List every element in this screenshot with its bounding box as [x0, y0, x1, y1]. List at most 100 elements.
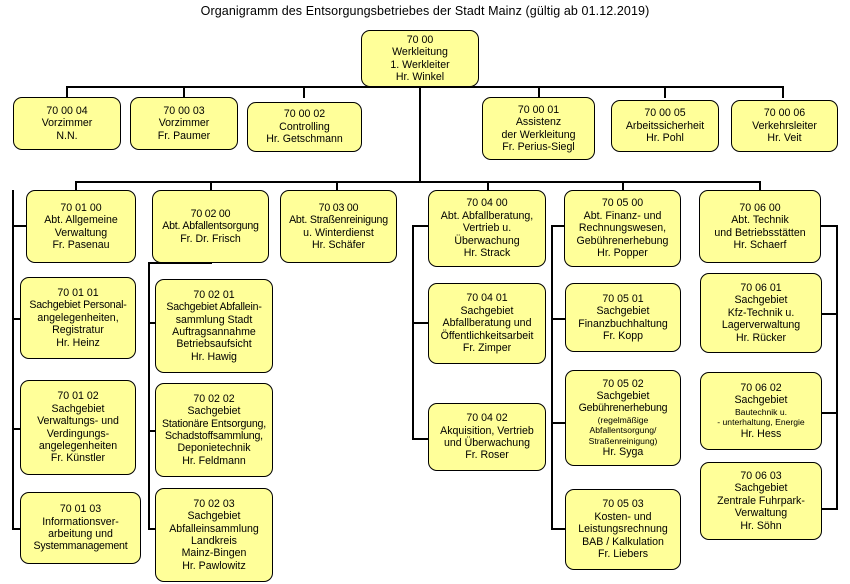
node-line: Landkreis — [191, 535, 237, 547]
node-line: Sachgebiet Abfallein- — [166, 301, 262, 314]
node-code: 70 02 02 — [193, 392, 235, 405]
node-70-06-01[interactable]: 70 06 01 Sachgebiet Kfz-Technik u. Lager… — [700, 273, 822, 353]
node-code: 70 00 01 — [517, 103, 560, 116]
node-line: Kfz-Technik u. — [727, 306, 795, 319]
connector-branch-70-05-01 — [551, 318, 565, 320]
node-70-02-02[interactable]: 70 02 02 Sachgebiet Stationäre Entsorgun… — [155, 383, 273, 477]
node-line: Fr. Roser — [465, 449, 509, 462]
connector-dept-drop-70-03-00 — [336, 181, 338, 192]
node-line: Vertrieb u. — [462, 222, 512, 235]
node-code: 70 05 03 — [602, 498, 644, 511]
node-code: 70 02 00 — [190, 207, 231, 220]
node-line: Sachgebiet Personal- — [29, 299, 127, 312]
node-70-05-01[interactable]: 70 05 01 Sachgebiet Finanzbuchhaltung Fr… — [565, 283, 681, 352]
node-line: Hr. Feldmann — [182, 454, 246, 467]
connector-dept-drop-70-06-00 — [759, 181, 761, 192]
node-line: Abt. Abfallentsorgung — [162, 220, 259, 233]
connector-dept-drop-70-04-00 — [487, 181, 489, 192]
node-code: 70 02 01 — [193, 288, 235, 301]
node-line: Leistungsrechnung — [578, 523, 668, 536]
node-70-00-02[interactable]: 70 00 02 Controlling Hr. Getschmann — [247, 102, 362, 152]
connector-dept-bus — [75, 181, 761, 183]
node-70-06-03[interactable]: 70 06 03 Sachgebiet Zentrale Fuhrpark- V… — [700, 462, 822, 540]
connector-branch-70-01-02 — [12, 428, 26, 430]
node-code: 70 00 05 — [644, 107, 686, 120]
node-line: Hr. Veit — [767, 132, 802, 145]
node-line: Verwaltung — [54, 226, 108, 239]
node-line: Deponietechnik — [177, 442, 251, 455]
node-code: 70 01 03 — [59, 503, 102, 516]
connector-branch-70-05-03 — [551, 528, 565, 530]
node-line: Hr. Söhn — [740, 519, 782, 532]
node-70-01-02[interactable]: 70 01 02 Sachgebiet Verwaltungs- und Ver… — [20, 380, 136, 475]
node-line: Abfalleinsammlung — [169, 522, 259, 535]
connector-dept-drop-70-05-00 — [622, 181, 624, 192]
node-line: Abfallberatung und — [442, 317, 532, 330]
node-70-02-03[interactable]: 70 02 03 Sachgebiet Abfalleinsammlung La… — [155, 488, 273, 582]
node-code: 70 05 00 — [601, 197, 644, 210]
node-70-00-05[interactable]: 70 00 05 Arbeitssicherheit Hr. Pohl — [611, 100, 719, 152]
node-70-00-04[interactable]: 70 00 04 Vorzimmer N.N. — [13, 97, 121, 150]
connector-staff-drop-70-00-02 — [303, 86, 305, 98]
node-line: Hr. Syga — [602, 446, 644, 459]
node-code: 70 06 03 — [740, 469, 782, 482]
node-70-04-02[interactable]: 70 04 02 Akquisition, Vertrieb und Überw… — [428, 403, 546, 471]
node-70-03-00[interactable]: 70 03 00 Abt. Straßenreinigung u. Winter… — [280, 190, 397, 263]
node-70-01-01[interactable]: 70 01 01 Sachgebiet Personal- angelegenh… — [20, 277, 136, 359]
node-70-05-02[interactable]: 70 05 02 Sachgebiet Gebührenerhebung (re… — [565, 370, 681, 466]
node-code: 70 03 00 — [318, 201, 359, 214]
node-70-02-00[interactable]: 70 02 00 Abt. Abfallentsorgung Fr. Dr. F… — [152, 190, 269, 263]
node-line: Sachgebiet — [187, 405, 241, 418]
connector-spine-70-01-top — [12, 225, 28, 227]
node-line: Lagerverwaltung — [721, 319, 801, 332]
node-line: 1. Werkleiter — [390, 58, 450, 71]
node-line: Abt. Technik — [731, 214, 789, 227]
connector-branch-70-01-03 — [12, 528, 26, 530]
node-line: Vorzimmer — [158, 117, 210, 130]
connector-spine-70-06 — [836, 225, 838, 510]
node-70-01-03[interactable]: 70 01 03 Informationsver- arbeitung und … — [20, 492, 141, 564]
node-70-00[interactable]: 70 00 Werkleitung 1. Werkleiter Hr. Wink… — [361, 30, 479, 87]
node-line: Finanzbuchhaltung — [578, 317, 668, 330]
node-line: und Betriebsstätten — [714, 226, 806, 239]
node-line: Arbeitssicherheit — [625, 119, 705, 132]
node-70-05-03[interactable]: 70 05 03 Kosten- und Leistungsrechnung B… — [565, 489, 681, 570]
node-line: Fr. Paumer — [157, 129, 211, 142]
node-line: Fr. Perius-Siegl — [502, 140, 575, 153]
node-line: Sachgebiet — [734, 482, 788, 495]
node-line: Gebührenerhebung — [576, 234, 669, 247]
node-line: Systemmanagement — [33, 540, 128, 553]
node-line: und Überwachung — [444, 437, 530, 449]
node-70-04-00[interactable]: 70 04 00 Abt. Abfallberatung, Vertrieb u… — [428, 190, 546, 267]
node-code: 70 01 01 — [57, 286, 99, 299]
node-line: Abt. Straßenreinigung — [289, 214, 388, 227]
node-line: Straßenreinigung) — [588, 435, 658, 446]
node-70-00-01[interactable]: 70 00 01 Assistenz der Werkleitung Fr. P… — [482, 97, 595, 160]
connector-dept-drop-70-01-00 — [75, 181, 77, 192]
connector-branch-70-05-02 — [551, 422, 565, 424]
node-70-05-00[interactable]: 70 05 00 Abt. Finanz- und Rechnungswesen… — [564, 190, 681, 267]
node-code: 70 00 04 — [46, 104, 88, 117]
node-70-04-01[interactable]: 70 04 01 Sachgebiet Abfallberatung und Ö… — [428, 283, 546, 364]
node-line: Verdingungs- — [46, 427, 110, 440]
node-line: arbeitung und — [48, 528, 113, 540]
node-line: Fr. Künstler — [50, 452, 106, 465]
connector-spine-70-05-top — [551, 225, 565, 227]
node-line: Abt. Abfallberatung, — [440, 209, 534, 222]
node-70-00-03[interactable]: 70 00 03 Vorzimmer Fr. Paumer — [130, 97, 238, 150]
connector-branch-70-04-02 — [412, 438, 428, 440]
node-70-02-01[interactable]: 70 02 01 Sachgebiet Abfallein- sammlung … — [155, 279, 273, 373]
node-line: Mainz-Bingen — [181, 547, 247, 560]
node-line: Sachgebiet — [734, 294, 788, 307]
node-line: Überwachung — [454, 234, 520, 247]
node-line: angelegenheiten — [38, 439, 118, 452]
node-line: Hr. Getschmann — [266, 133, 343, 146]
node-70-00-06[interactable]: 70 00 06 Verkehrsleiter Hr. Veit — [731, 100, 838, 152]
node-line: Hr. Hess — [740, 427, 782, 440]
node-70-01-00[interactable]: 70 01 00 Abt. Allgemeine Verwaltung Fr. … — [26, 190, 136, 263]
node-70-06-02[interactable]: 70 06 02 Sachgebiet Bautechnik u. - unte… — [700, 372, 822, 450]
connector-spine-70-04 — [412, 225, 414, 440]
node-line: Sachgebiet — [187, 510, 241, 523]
node-70-06-00[interactable]: 70 06 00 Abt. Technik und Betriebsstätte… — [699, 190, 821, 263]
